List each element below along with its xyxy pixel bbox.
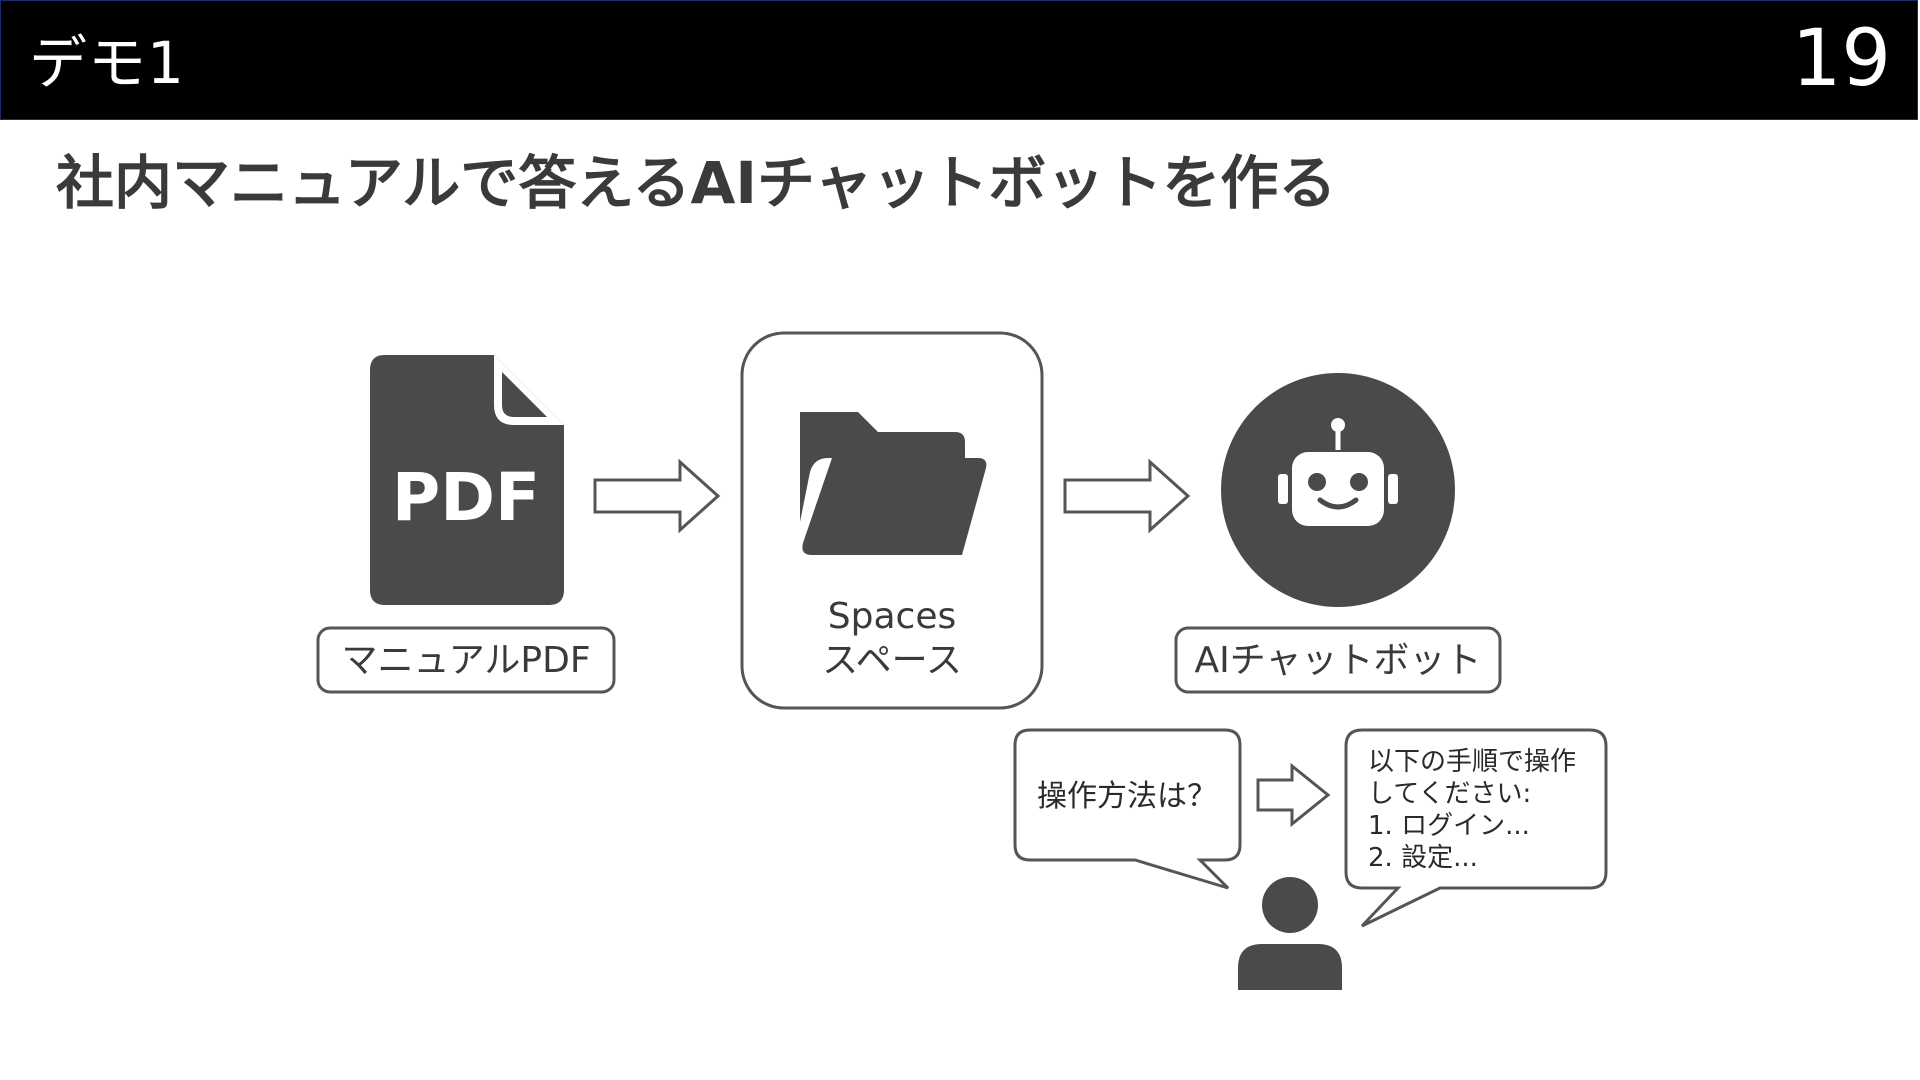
arrow-right-icon [1063, 458, 1191, 534]
folder-icon [800, 412, 987, 555]
spaces-label-en: Spaces [828, 596, 956, 637]
arrow-right-icon [1256, 762, 1331, 828]
diagram-area: PDF マニュアルPDF Spaces スペース [245, 255, 1665, 1035]
answer-line: 以下の手順で操作 [1368, 747, 1576, 777]
section-title: デモ1 [29, 29, 185, 97]
pdf-label-box [316, 626, 616, 694]
answer-line: してください: [1368, 779, 1531, 809]
pdf-icon-text: PDF [392, 459, 540, 536]
answer-text: 以下の手順で操作 してください: 1. ログイン... 2. 設定... [1368, 747, 1584, 873]
arrow-right-icon [593, 458, 721, 534]
question-text: 操作方法は？ [1037, 779, 1217, 814]
pdf-document-icon: PDF [370, 355, 564, 605]
pdf-label: マニュアルPDF [341, 640, 590, 681]
chatbot-robot-icon [1221, 373, 1455, 607]
answer-line: 1. ログイン... [1368, 811, 1530, 841]
workflow-diagram: PDF マニュアルPDF Spaces スペース [316, 331, 1608, 990]
header-bar: デモ1 19 [0, 0, 1918, 120]
answer-bubble [1344, 728, 1608, 928]
chatbot-label: AIチャットボット [1195, 640, 1482, 681]
spaces-label-ja: スペース [822, 640, 962, 681]
slide-number: 19 [1791, 14, 1891, 104]
user-person-icon [1238, 877, 1342, 990]
question-bubble [1013, 728, 1242, 890]
page-title: 社内マニュアルで答えるAIチャットボットを作る [56, 149, 1337, 217]
chatbot-label-box [1174, 626, 1502, 694]
answer-line: 2. 設定... [1368, 843, 1478, 873]
